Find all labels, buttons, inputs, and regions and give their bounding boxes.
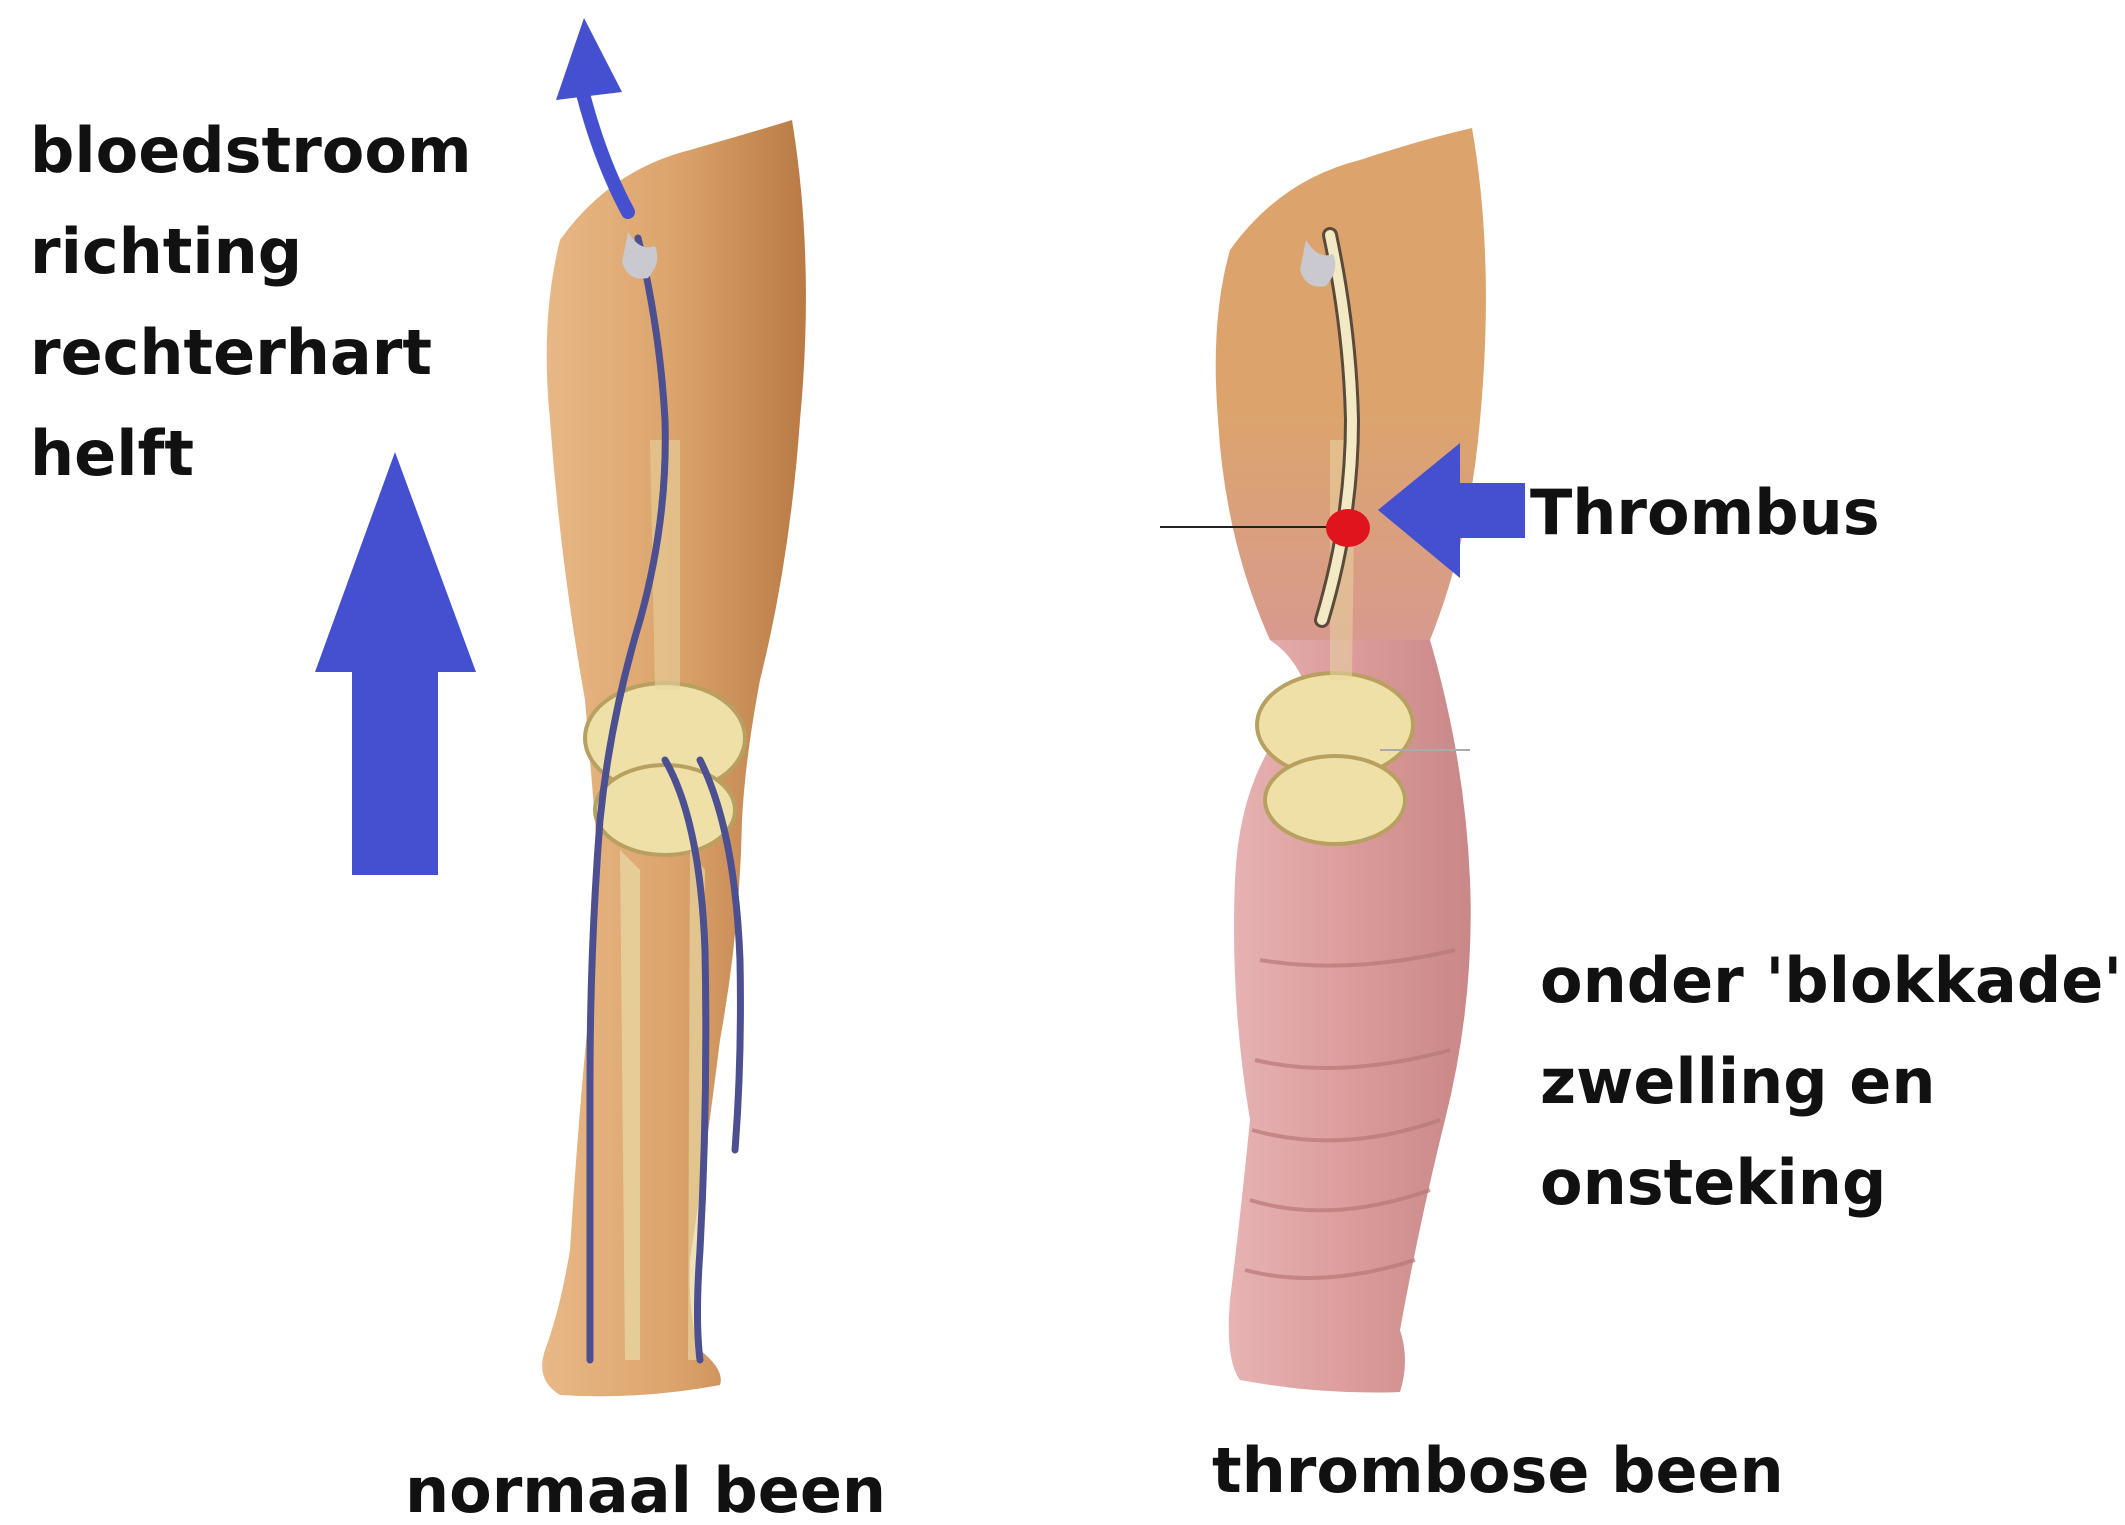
- up-arrow-icon: [315, 452, 476, 875]
- flow-direction-line-4: helft: [30, 403, 472, 504]
- normal-leg-caption: normaal been: [405, 1440, 886, 1525]
- thrombosis-leg-caption-text: thrombose been: [1212, 1420, 1784, 1521]
- thrombus-label-text: Thrombus: [1530, 462, 1880, 563]
- thrombus-label: Thrombus: [1530, 462, 1880, 563]
- flow-direction-label: bloedstroom richting rechterhart helft: [30, 100, 472, 504]
- thrombus-clot: [1326, 509, 1370, 547]
- flow-out-arrow-icon: [556, 18, 628, 212]
- flow-direction-line-1: bloedstroom: [30, 100, 472, 201]
- swelling-line-2: zwelling en: [1540, 1031, 2125, 1132]
- swelling-line-1: onder 'blokkade':: [1540, 930, 2125, 1031]
- normal-leg-caption-text: normaal been: [405, 1440, 886, 1525]
- swelling-line-3: onsteking: [1540, 1132, 2125, 1233]
- swelling-label: onder 'blokkade': zwelling en onsteking: [1540, 930, 2125, 1233]
- normal-leg: [542, 18, 806, 1396]
- thrombosis-leg-caption: thrombose been: [1212, 1420, 1784, 1521]
- thrombosis-leg: [1160, 128, 1525, 1393]
- flow-direction-line-3: rechterhart: [30, 302, 472, 403]
- flow-direction-line-2: richting: [30, 201, 472, 302]
